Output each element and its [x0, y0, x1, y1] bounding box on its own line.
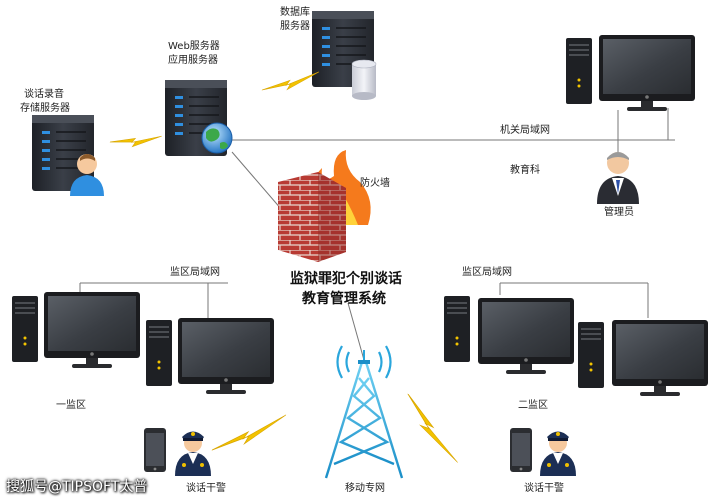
mobile-phone-icon: [510, 428, 532, 472]
pc-tower-icon: [146, 320, 172, 386]
administrator-icon: [597, 152, 639, 204]
pc-tower-icon: [578, 322, 604, 388]
firewall-icon: [278, 150, 371, 262]
wireless-link-icon: [109, 117, 163, 161]
firewall-label: 防火墙: [360, 178, 390, 189]
monitor-icon: [599, 35, 695, 111]
pc-tower-icon: [566, 38, 592, 104]
db-server-label-line2: 服务器: [280, 21, 310, 32]
db-server-label-line1: 数据库: [280, 7, 310, 18]
mobile-phone-icon: [144, 428, 166, 472]
monitor-icon: [44, 292, 140, 368]
wireless-link-icon: [261, 55, 320, 107]
globe-icon: [201, 122, 233, 154]
zone-2-label: 二监区: [518, 400, 548, 411]
officer-right-label: 谈话干警: [524, 483, 564, 494]
database-cylinder-icon: [351, 59, 377, 100]
monitor-icon: [478, 298, 574, 374]
police-officer-icon: [175, 431, 211, 476]
pc-tower-icon: [12, 296, 38, 362]
web-server-label-line2: 应用服务器: [168, 55, 218, 66]
monitor-icon: [178, 318, 274, 394]
monitor-icon: [612, 320, 708, 396]
officer-left-label: 谈话干警: [186, 483, 226, 494]
wireless-link-icon: [392, 393, 473, 464]
mobile-network-label: 移动专网: [345, 483, 385, 494]
user-icon: [70, 154, 104, 196]
education-dept-label: 教育科: [510, 165, 540, 176]
system-title-line2: 教育管理系统: [302, 291, 386, 307]
right-zone-lan-label: 监区局域网: [462, 267, 512, 278]
wireless-link-icon: [211, 396, 287, 469]
watermark: 搜狐号@TIPSOFT太普: [6, 479, 148, 495]
left-zone-lan-label: 监区局域网: [170, 267, 220, 278]
zone-1-label: 一监区: [56, 400, 86, 411]
record-server-label-line1: 谈话录音: [24, 89, 64, 100]
office-lan-label: 机关局域网: [500, 125, 550, 136]
pc-tower-icon: [444, 296, 470, 362]
web-server-label-line1: Web服务器: [168, 41, 220, 52]
system-title-line1: 监狱罪犯个别谈话: [290, 271, 402, 287]
record-server-label-line2: 存储服务器: [20, 103, 70, 114]
police-officer-icon: [540, 431, 576, 476]
administrator-label: 管理员: [604, 207, 634, 218]
radio-tower-icon: [324, 345, 404, 479]
